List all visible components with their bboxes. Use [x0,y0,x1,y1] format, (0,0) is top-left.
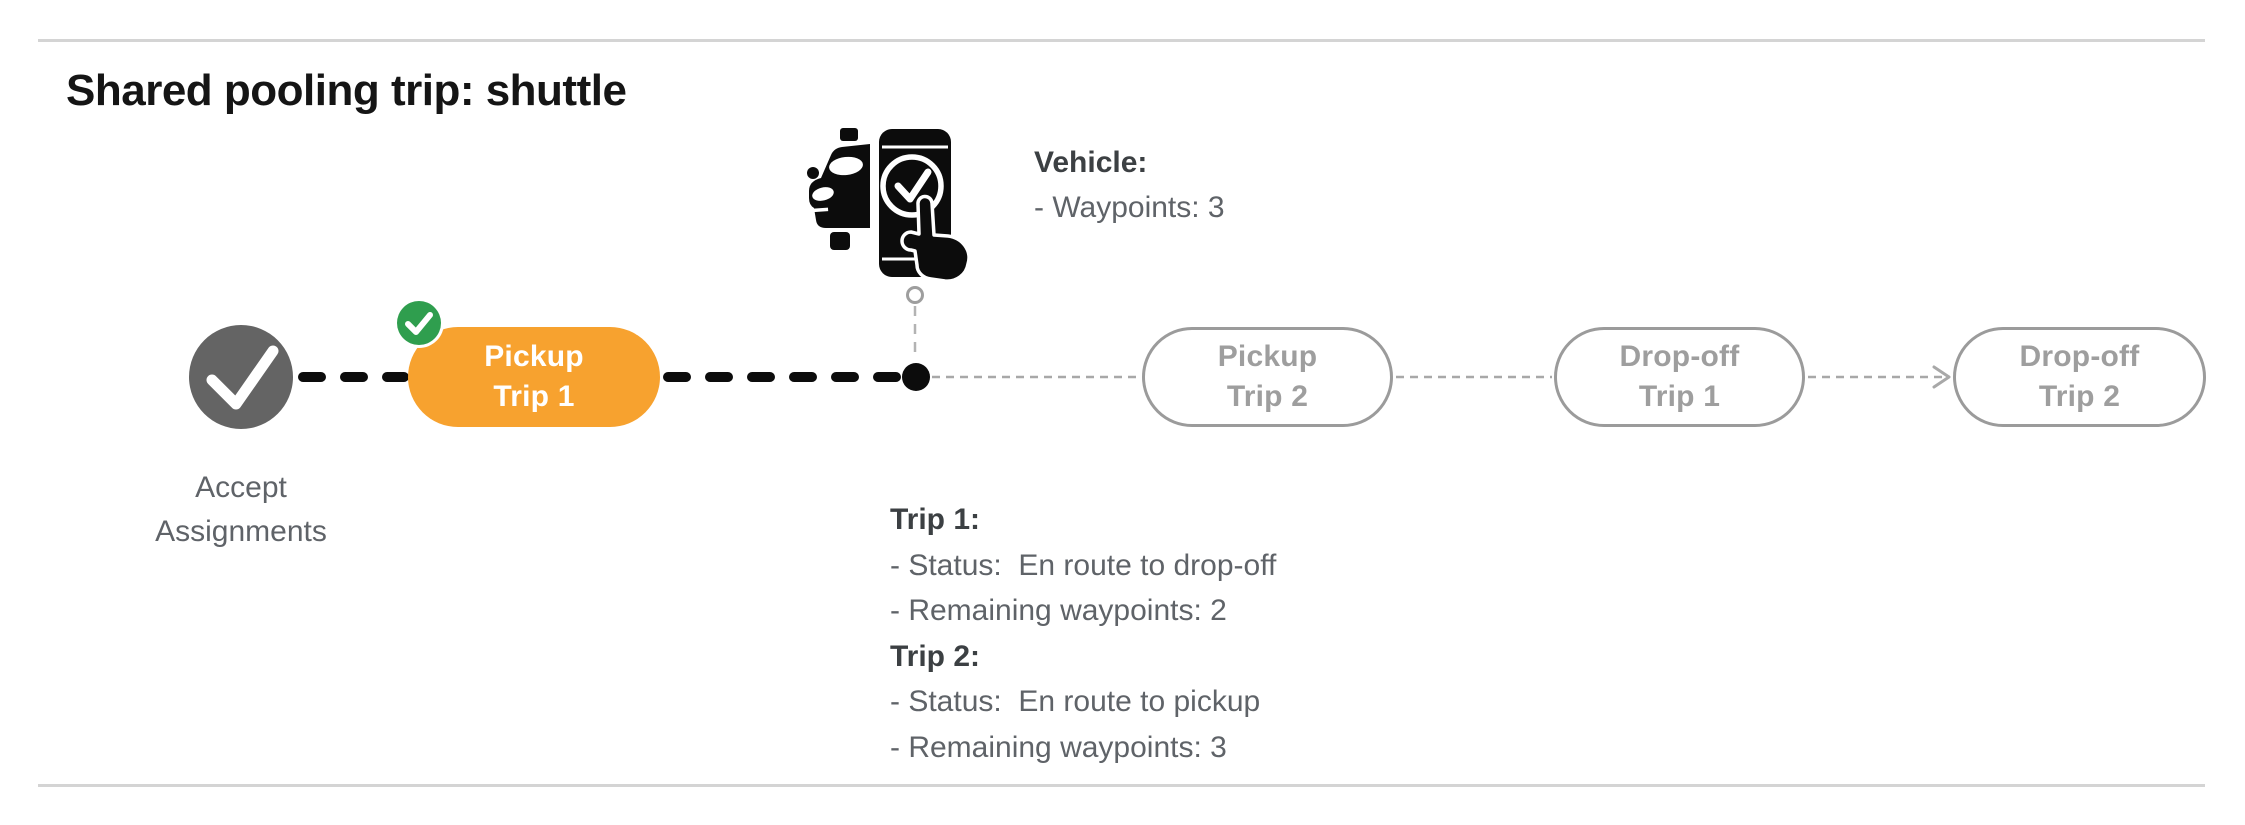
node-dropoff-trip-2: Drop-off Trip 2 [1953,327,2206,427]
completed-check-icon [405,312,433,335]
trip-info-line: - Status: En route to pickup [890,685,1261,718]
accept-assignments-label: Accept Assignments [91,466,391,554]
trip-info-line: Trip 2: [890,639,981,673]
pill-label-line: Trip 1 [1638,380,1721,413]
pill-label-line: Trip 1 [493,380,575,413]
node-pickup-trip-1: Pickup Trip 1 [408,327,660,427]
pill-label-line: Trip 2 [2038,380,2121,413]
pill-label-line: Pickup [1217,340,1318,373]
pill-label-line: Drop-off [2019,340,2140,373]
vehicle-info-title: Vehicle: [1034,146,1148,179]
completed-badge [397,301,441,345]
car-glyph [807,128,870,250]
phone-check-circle [880,154,944,218]
trip-info-line: - Remaining waypoints: 3 [890,730,1227,764]
accept-label-line1: Accept [195,471,287,504]
accept-check-icon [206,345,279,410]
vehicle-info-line: - Waypoints: 3 [1034,191,1225,224]
top-divider [38,39,2205,42]
trip-info-line: Trip 1: [890,503,981,536]
bottom-divider [38,784,2205,787]
current-position-dot [902,363,930,391]
car-headlight [812,187,834,201]
vehicle-info: Vehicle: - Waypoints: 3 [1034,140,1225,230]
node-dropoff-trip-1: Drop-off Trip 1 [1554,327,1805,427]
accept-node-circle [189,325,293,429]
page-title: Shared pooling trip: shuttle [66,66,627,115]
pill-label-line: Pickup [484,340,584,373]
pill-label-line: Drop-off [1619,340,1740,373]
pill-label-line: Trip 2 [1226,380,1309,413]
car-window [829,156,863,176]
vehicle-app-icon [807,124,971,283]
phone-check-icon [894,168,932,203]
tapping-hand-glyph [900,194,971,283]
trip-info-line: - Remaining waypoints: 2 [890,594,1227,627]
car-bumper-line [808,207,829,213]
vehicle-link-circle [906,286,924,304]
trip-info-line: - Status: En route to drop-off [890,548,1277,582]
accept-label-line2: Assignments [155,515,327,548]
trip-info: Trip 1: - Status: En route to drop-off -… [890,497,1276,770]
node-pickup-trip-2: Pickup Trip 2 [1142,327,1393,427]
arrow-head-icon [1932,365,1951,389]
